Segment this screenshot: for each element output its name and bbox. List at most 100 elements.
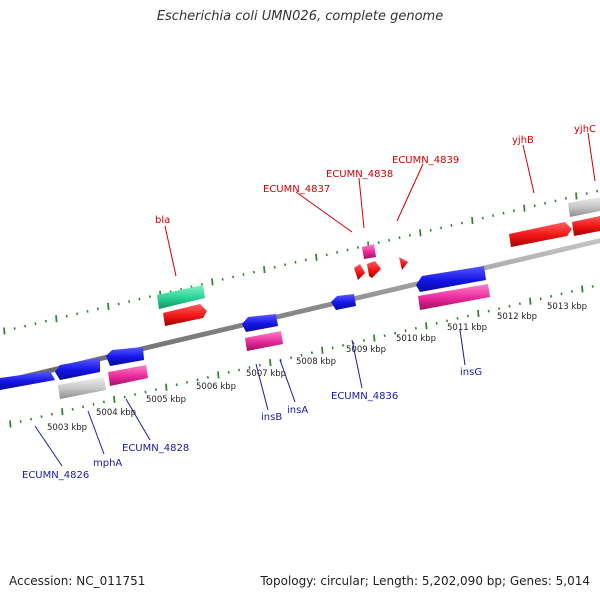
label-leader-lines <box>34 132 596 467</box>
feature-arrow-ecumn-4839 <box>399 257 408 270</box>
feature-arrow-bla <box>163 304 207 326</box>
feature-arrow-insg <box>418 284 490 310</box>
scale-tick <box>221 278 224 281</box>
feature-arrow-ecumn-4838 <box>362 244 376 259</box>
scale-tick <box>336 251 339 254</box>
scale-tick <box>13 327 16 330</box>
genome-summary-text: Topology: circular; Length: 5,202,090 bp… <box>260 574 590 588</box>
scale-tick <box>279 358 282 362</box>
leader-mpha <box>87 410 105 455</box>
scale-tick <box>487 309 490 313</box>
scale-tick <box>34 322 37 325</box>
scale-tick <box>356 246 359 249</box>
scale-tick <box>134 393 137 396</box>
reverse-scale-ticks <box>9 285 594 428</box>
scale-tick <box>321 346 324 354</box>
scale-tick <box>477 309 480 318</box>
scale-label: 5005 kbp <box>146 395 186 405</box>
scale-label: 5009 kbp <box>346 345 386 355</box>
leader-ecumn-4839 <box>396 163 424 222</box>
scale-tick <box>560 292 563 296</box>
scale-tick <box>554 199 557 203</box>
scale-tick <box>429 228 432 232</box>
scale-tick <box>76 312 79 316</box>
feature-arrow-ecumn-4828-mag <box>108 365 148 386</box>
scale-tick <box>544 201 547 205</box>
scale-tick <box>117 302 120 306</box>
scale-tick <box>352 341 355 345</box>
feature-label-yjhb: yjhB <box>512 135 534 146</box>
feature-arrow-insb <box>245 331 283 351</box>
scale-tick <box>227 371 230 374</box>
feature-label-ecumn-4837: ECUMN_4837 <box>263 184 330 195</box>
scale-tick <box>263 266 266 274</box>
scale-tick <box>61 408 64 416</box>
scale-tick <box>71 407 74 411</box>
leader-insb <box>255 363 269 411</box>
scale-tick <box>196 378 199 382</box>
scale-tick <box>398 236 401 240</box>
scale-tick <box>9 420 12 428</box>
scale-tick <box>394 331 397 335</box>
leader-bla <box>164 225 177 277</box>
scale-tick <box>175 383 178 387</box>
scale-tick <box>581 285 584 293</box>
scale-tick <box>342 344 345 347</box>
scale-tick <box>252 270 255 274</box>
scale-tick <box>40 415 43 418</box>
feature-arrows <box>0 196 600 399</box>
scale-tick <box>585 192 588 195</box>
scale-tick <box>414 326 417 330</box>
feature-arrow-ecumn-4836b <box>416 266 486 292</box>
scale-tick <box>377 241 380 244</box>
feature-label-insa: insA <box>287 405 308 416</box>
scale-tick <box>450 224 453 227</box>
feature-arrow-ecumn-4837 <box>354 264 365 280</box>
scale-tick <box>529 297 532 305</box>
scale-tick <box>550 294 553 298</box>
leader-ecumn-4836 <box>351 339 363 389</box>
scale-label: 5006 kbp <box>196 382 236 392</box>
scale-tick <box>19 420 22 423</box>
scale-tick <box>435 321 438 325</box>
scale-tick <box>481 216 484 220</box>
leader-ecumn-4837 <box>295 191 353 233</box>
scale-tick <box>596 189 599 193</box>
leader-ecumn-4828 <box>125 398 151 441</box>
scale-tick <box>419 229 422 237</box>
scale-tick <box>86 310 89 313</box>
scale-tick <box>315 253 318 261</box>
accession-text: Accession: NC_011751 <box>9 574 146 588</box>
feature-label-ecumn-4838: ECUMN_4838 <box>326 169 393 180</box>
scale-tick <box>346 248 349 252</box>
leader-ecumn-4838 <box>358 177 365 229</box>
feature-arrow-ecumn-4828 <box>106 347 144 366</box>
scale-tick <box>533 204 536 208</box>
feature-label-yjhc: yjhC <box>574 124 596 135</box>
scale-tick <box>575 192 578 200</box>
scale-tick <box>492 214 495 217</box>
scale-tick <box>258 363 261 367</box>
scale-tick <box>248 366 251 369</box>
scale-tick <box>148 295 151 298</box>
scale-label: 5012 kbp <box>497 312 537 322</box>
feature-labels: ECUMN_4826mphAECUMN_4828blainsBinsAECUMN… <box>22 124 596 481</box>
feature-label-ecumn-4826: ECUMN_4826 <box>22 470 89 481</box>
feature-label-ecumn-4828: ECUMN_4828 <box>122 443 189 454</box>
scale-label: 5010 kbp <box>396 334 436 344</box>
scale-tick <box>123 395 126 399</box>
leader-yjhc <box>587 132 596 182</box>
scale-tick <box>460 221 463 225</box>
scale-tick <box>564 197 567 200</box>
scale-tick <box>30 417 33 421</box>
scale-tick <box>373 334 376 342</box>
scale-tick <box>466 314 469 318</box>
scale-tick <box>425 322 428 330</box>
scale-tick <box>65 314 68 318</box>
feature-arrow-yjhc-grey <box>568 196 600 217</box>
scale-label: 5011 kbp <box>447 323 487 333</box>
scale-tick <box>570 290 573 293</box>
scale-tick <box>518 302 521 306</box>
feature-label-bla: bla <box>155 215 170 226</box>
